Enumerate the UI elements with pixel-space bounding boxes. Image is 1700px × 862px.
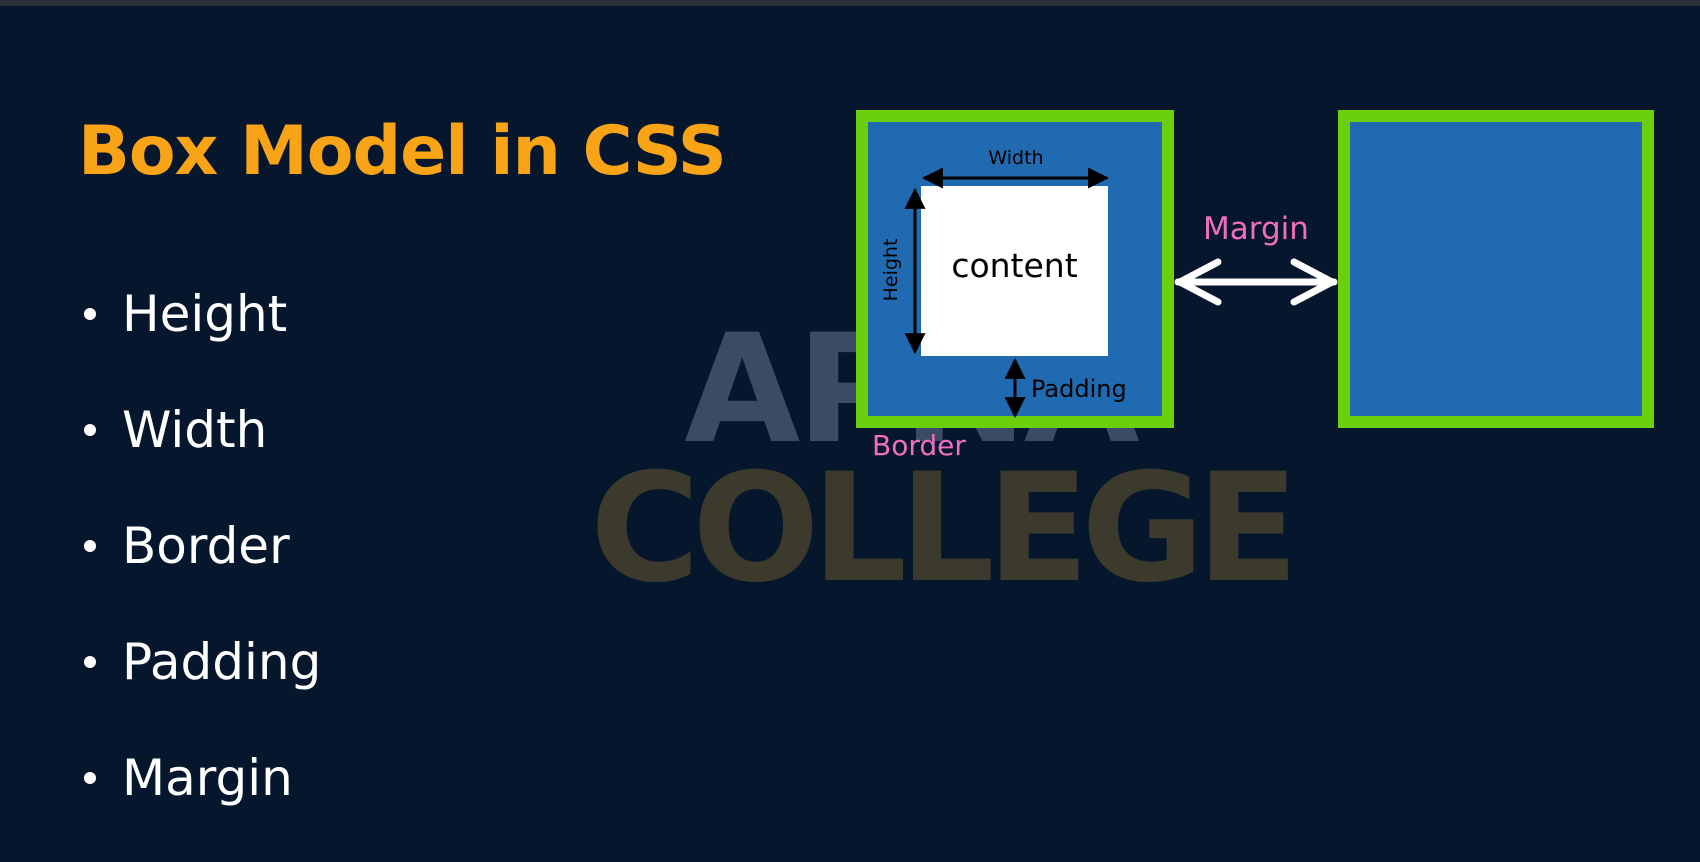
- bullet-item-padding: Padding: [80, 630, 321, 746]
- bullet-item-margin: Margin: [80, 746, 321, 862]
- bullet-text: Border: [122, 517, 290, 575]
- content-label: content: [951, 246, 1077, 285]
- bullet-dot: [84, 308, 96, 320]
- bullet-dot: [84, 424, 96, 436]
- padding-label: Padding: [1031, 375, 1127, 403]
- adjacent-box: [1338, 110, 1654, 428]
- border-label: Border: [872, 429, 966, 462]
- height-label: Height: [880, 239, 902, 302]
- content-area: [921, 186, 1108, 356]
- margin-label: Margin: [1203, 211, 1309, 247]
- bullet-text: Width: [122, 401, 268, 459]
- bullet-text: Height: [122, 285, 288, 343]
- bullet-item-border: Border: [80, 514, 321, 630]
- bullet-dot: [84, 540, 96, 552]
- width-label: Width: [988, 147, 1043, 169]
- margin-arrow: [1174, 258, 1338, 306]
- bullet-text: Margin: [122, 749, 293, 807]
- bullet-dot: [84, 772, 96, 784]
- bullet-item-width: Width: [80, 398, 321, 514]
- slide-title: Box Model in CSS: [78, 112, 727, 191]
- bullet-list: Height Width Border Padding Margin: [80, 282, 321, 862]
- bullet-dot: [84, 656, 96, 668]
- top-edge-bar: [0, 0, 1700, 6]
- bullet-item-height: Height: [80, 282, 321, 398]
- bullet-text: Padding: [122, 633, 322, 691]
